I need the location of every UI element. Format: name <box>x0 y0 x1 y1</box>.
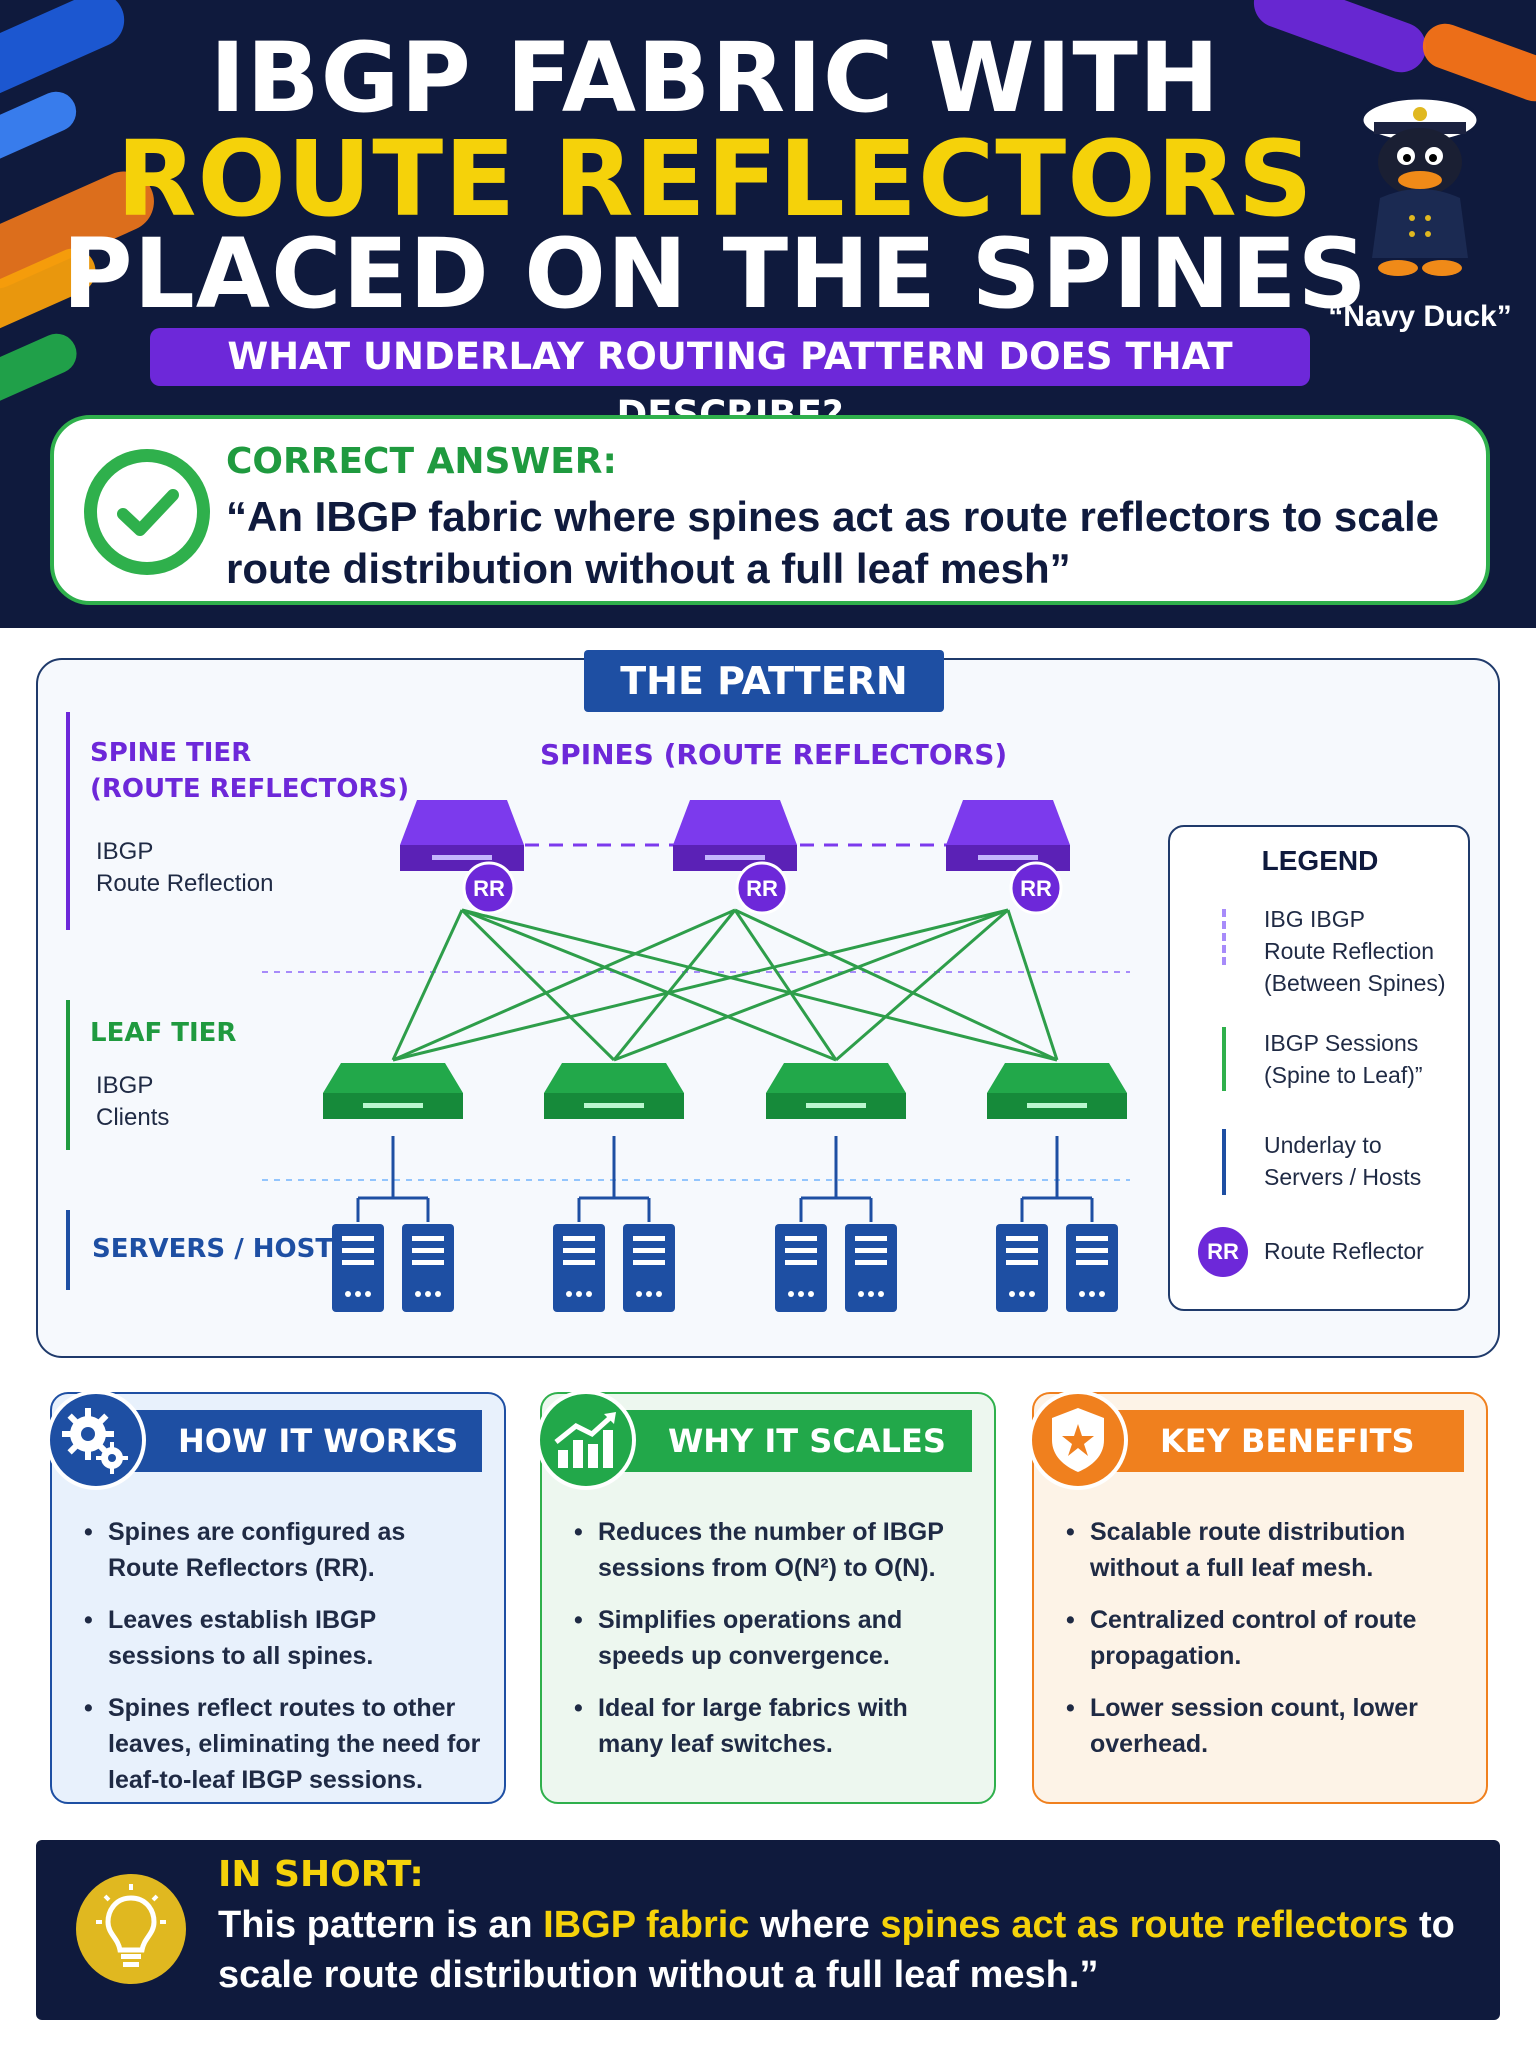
pattern-tag: THE PATTERN <box>584 650 944 712</box>
shield-star-icon <box>1028 1390 1128 1490</box>
list-item: Lower session count, lower overhead. <box>1064 1690 1464 1762</box>
leaf-tier-title: LEAF TIER <box>90 1018 237 1048</box>
spine-tier-title-1: SPINE TIER <box>90 738 252 768</box>
legend-item-3-line-1: Underlay to <box>1264 1132 1382 1158</box>
legend-rr-badge: RR <box>1198 1227 1248 1277</box>
list-item: Simplifies operations and speeds up conv… <box>572 1602 972 1674</box>
subtitle-question: WHAT UNDERLAY ROUTING PATTERN DOES THAT … <box>150 328 1310 436</box>
title-line-1: IBGP FABRIC WITH <box>209 22 1221 134</box>
legend-green-line <box>1222 1027 1226 1091</box>
leaf-tier-text-1: IBGP <box>96 1072 154 1099</box>
card-how-it-works: HOW IT WORKS Spines are configured as Ro… <box>46 1390 506 1804</box>
list-item: Ideal for large fabrics with many leaf s… <box>572 1690 972 1762</box>
spine-tier-text-2: Route Reflection <box>96 870 274 897</box>
card-benefits-list: Scalable route distribution without a fu… <box>1064 1514 1464 1778</box>
list-item: Reduces the number of IBGP sessions from… <box>572 1514 972 1586</box>
leaf-tier-bar <box>66 1000 70 1150</box>
spine-tier-title-2: (ROUTE REFLECTORS) <box>90 774 410 804</box>
in-short-banner: IN SHORT: This pattern is an IBGP fabric… <box>36 1840 1500 2020</box>
in-short-part-1: This pattern is an <box>218 1904 544 1946</box>
legend-title: LEGEND <box>1261 845 1379 876</box>
in-short-part-2: where <box>749 1904 881 1946</box>
growth-chart-icon <box>536 1390 636 1490</box>
in-short-part-3: to scale route distribution without a fu… <box>218 1904 1455 1996</box>
mascot-caption: “Navy Duck” <box>1328 300 1512 333</box>
legend-item-2-line-1: IBGP Sessions <box>1264 1030 1419 1056</box>
legend-dashed-purple-line <box>1222 909 1226 965</box>
legend-blue-line <box>1222 1129 1226 1195</box>
legend-box: LEGEND IBG IBGP Route Reflection (Betwee… <box>1168 825 1470 1311</box>
list-item: Spines are configured as Route Reflector… <box>82 1514 482 1586</box>
servers-tier-title: SERVERS / HOSTS <box>92 1234 352 1264</box>
title-line-2: ROUTE REFLECTORS <box>116 118 1314 240</box>
correct-answer-box: CORRECT ANSWER: “An IBGP fabric where sp… <box>50 415 1490 605</box>
card-how-title: HOW IT WORKS <box>112 1410 482 1472</box>
spine-tier-bar <box>66 712 70 930</box>
answer-text: “An IBGP fabric where spines act as rout… <box>226 493 1439 592</box>
leaf-tier-text-2: Clients <box>96 1104 170 1131</box>
in-short-highlight-1: IBGP fabric <box>543 1904 750 1946</box>
legend-item-2-line-2: (Spine to Leaf)” <box>1264 1062 1423 1088</box>
servers-tier-bar <box>66 1210 70 1290</box>
card-why-list: Reduces the number of IBGP sessions from… <box>572 1514 972 1778</box>
lightbulb-icon <box>76 1874 186 1984</box>
list-item: Spines reflect routes to other leaves, e… <box>82 1690 482 1798</box>
list-item: Scalable route distribution without a fu… <box>1064 1514 1464 1586</box>
spine-tier-text-1: IBGP <box>96 838 154 865</box>
list-item: Centralized control of route propagation… <box>1064 1602 1464 1674</box>
legend-item-1-line-1: IBG IBGP <box>1264 906 1365 932</box>
header-banner: IBGP FABRIC WITH ROUTE REFLECTORS PLACED… <box>0 0 1536 628</box>
navy-duck-mascot-icon <box>1360 96 1480 276</box>
legend-item-4: Route Reflector <box>1264 1238 1424 1264</box>
card-how-list: Spines are configured as Route Reflector… <box>82 1514 482 1814</box>
card-benefits-title: KEY BENEFITS <box>1094 1410 1464 1472</box>
list-item: Leaves establish IBGP sessions to all sp… <box>82 1602 482 1674</box>
title-line-3: PLACED ON THE SPINES <box>62 218 1368 330</box>
legend-item-1-line-2: Route Reflection <box>1264 938 1435 964</box>
spines-label: SPINES (ROUTE REFLECTORS) <box>540 738 1008 771</box>
card-why-it-scales: WHY IT SCALES Reduces the number of IBGP… <box>536 1390 996 1804</box>
gears-icon <box>46 1390 146 1490</box>
card-key-benefits: KEY BENEFITS Scalable route distribution… <box>1028 1390 1488 1804</box>
in-short-highlight-2: spines act as route reflectors <box>880 1904 1409 1946</box>
in-short-text: This pattern is an IBGP fabric where spi… <box>218 1900 1468 2000</box>
legend-item-3-line-2: Servers / Hosts <box>1264 1164 1422 1190</box>
legend-item-1-line-3: (Between Spines) <box>1264 970 1446 996</box>
check-icon <box>84 449 210 575</box>
answer-label: CORRECT ANSWER: <box>226 441 617 482</box>
paint-stroke <box>0 327 83 413</box>
card-why-title: WHY IT SCALES <box>602 1410 972 1472</box>
in-short-label: IN SHORT: <box>218 1854 424 1895</box>
